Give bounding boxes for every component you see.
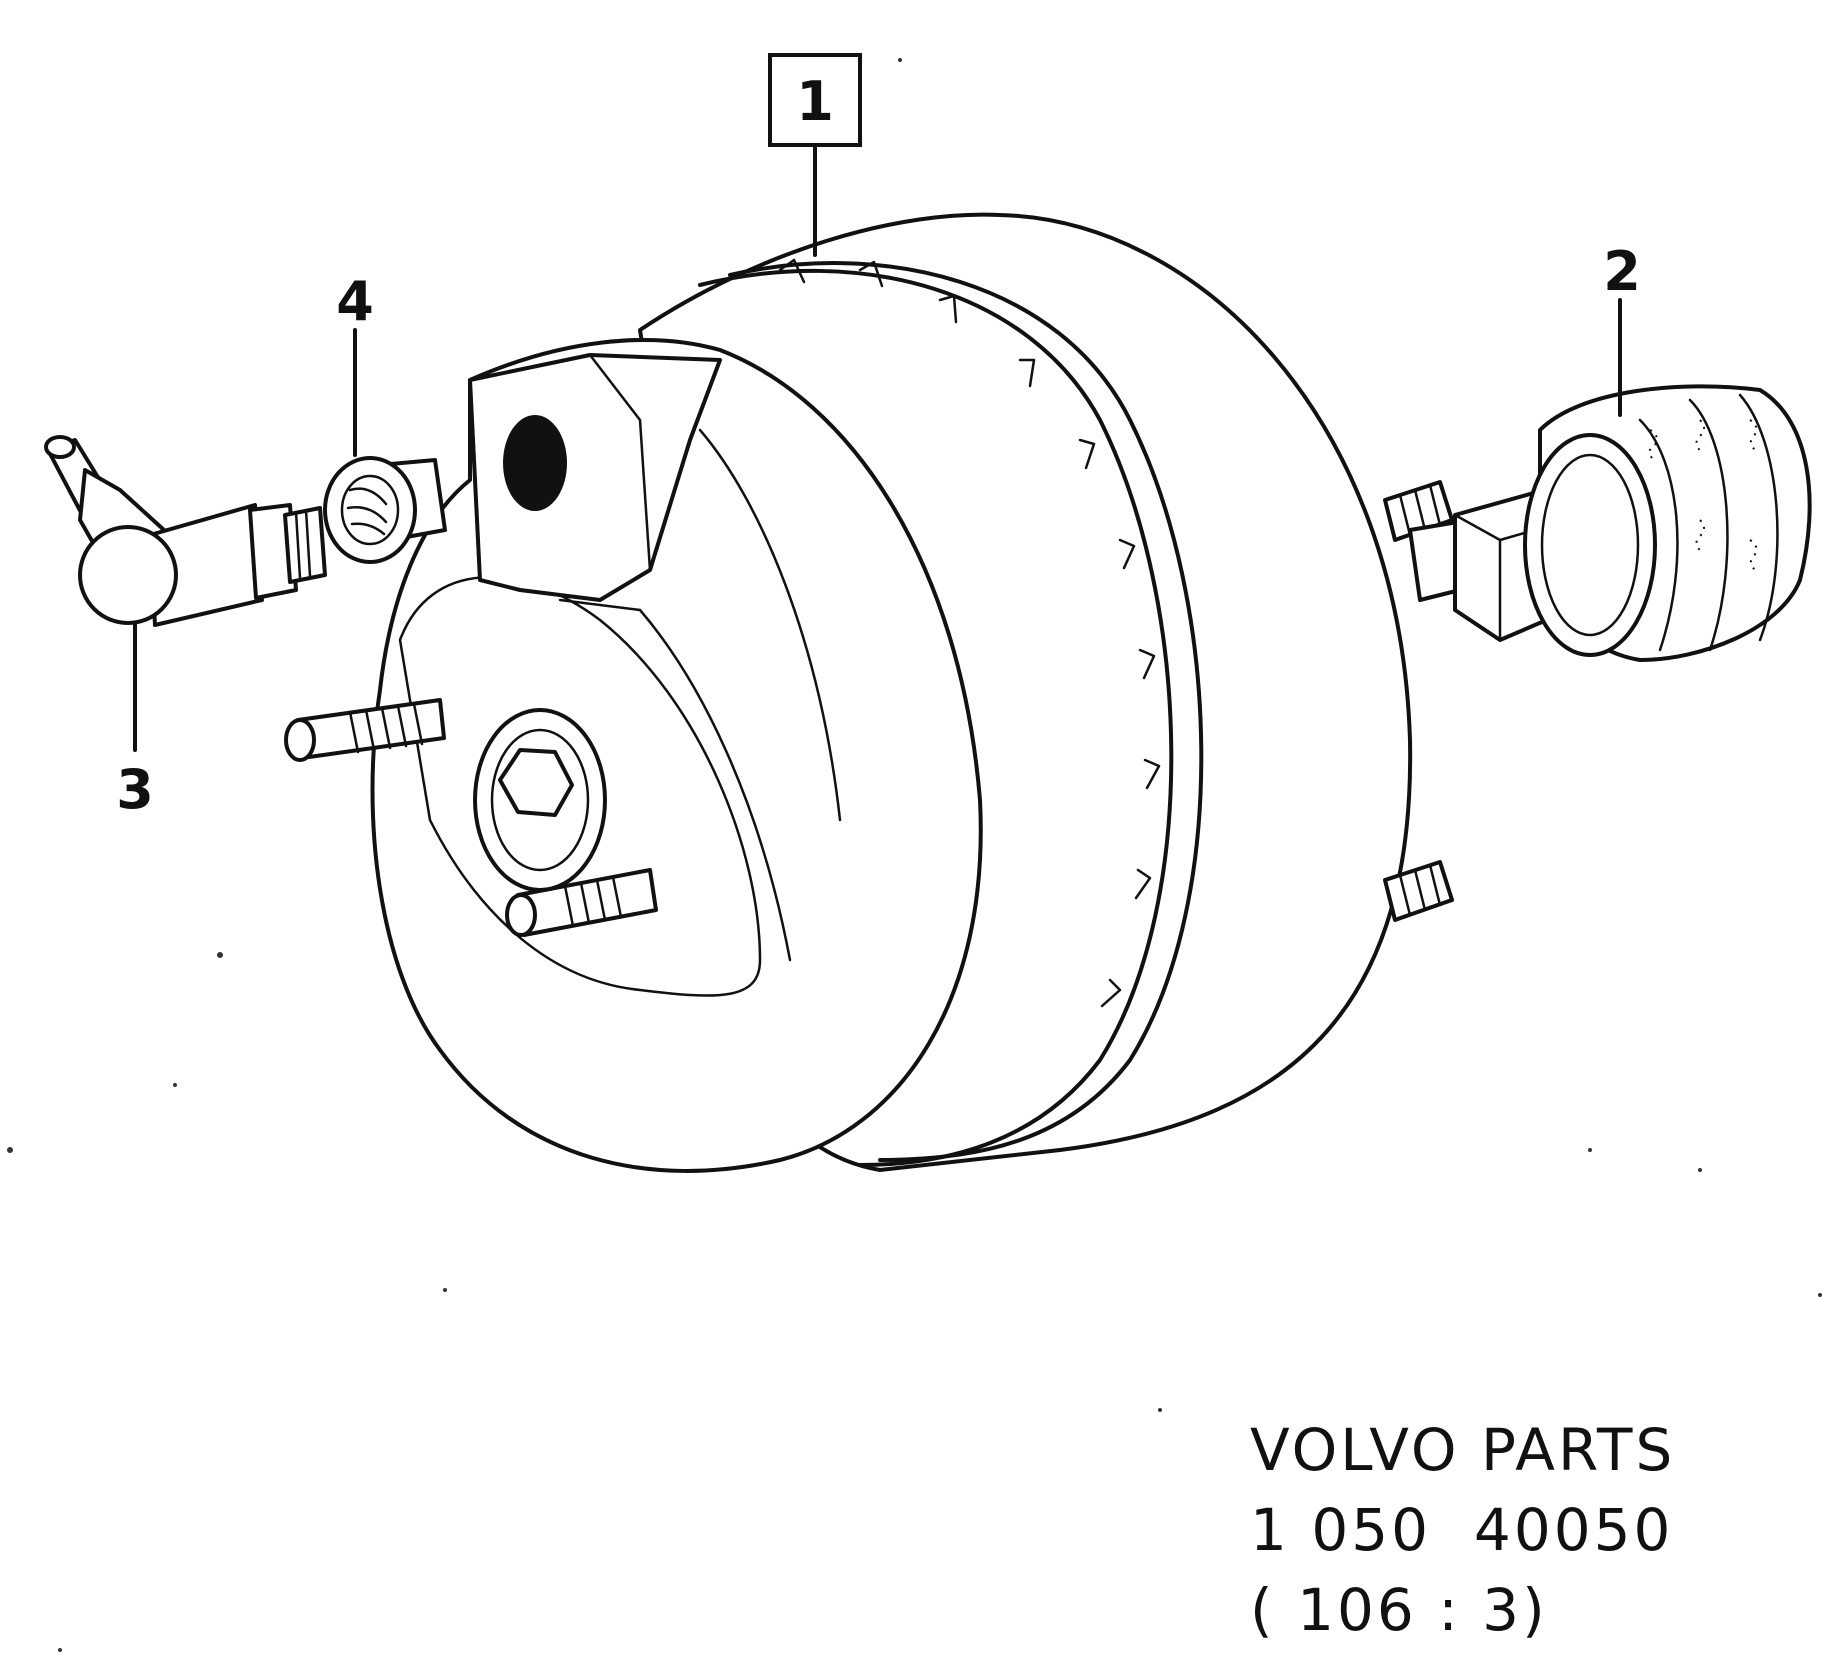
front-stud-lower <box>505 868 658 937</box>
leader-lines <box>133 143 1622 752</box>
front-stud-upper <box>284 698 446 762</box>
front-mounting-studs <box>284 698 658 937</box>
print-specks <box>7 58 1822 1652</box>
callout-4-label: 4 <box>336 270 374 333</box>
brake-servo-body <box>370 212 1413 1173</box>
grommet-seal <box>323 456 447 564</box>
parts-caption: VOLVO PARTS 1 050 40050 ( 106 : 3) <box>1250 1410 1675 1650</box>
callout-2-label: 2 <box>1603 240 1641 303</box>
centre-nut <box>473 708 607 892</box>
caption-page-ref: ( 106 : 3) <box>1250 1576 1548 1644</box>
caption-part-number: 1 050 40050 <box>1250 1496 1674 1564</box>
hose-connector-elbow <box>44 435 327 627</box>
push-rod-boot <box>1408 384 1812 662</box>
callout-1-label: 1 <box>796 70 834 133</box>
callout-1-box <box>768 53 862 147</box>
callouts: 1 2 3 4 <box>116 53 1641 821</box>
callout-3-label: 3 <box>116 758 154 821</box>
caption-brand: VOLVO PARTS <box>1250 1416 1676 1484</box>
